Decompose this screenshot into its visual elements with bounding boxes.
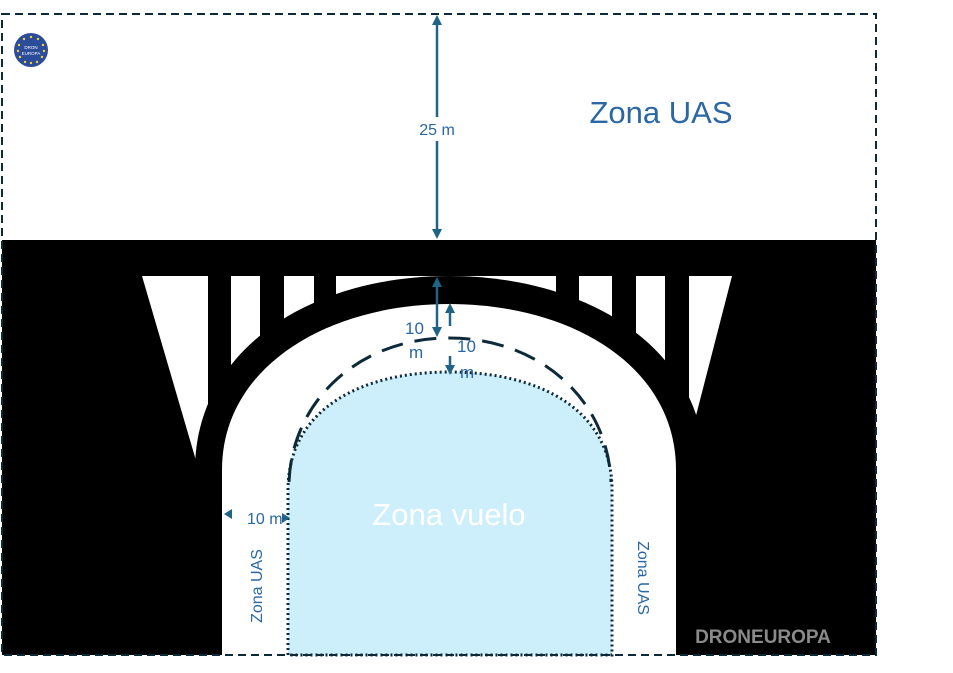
arch-10-num: 10 — [405, 319, 424, 338]
svg-text:DRON: DRON — [24, 45, 37, 50]
side-right-arrowhead — [282, 513, 290, 523]
dron-europa-logo: DRON EUROPA — [14, 33, 48, 67]
uas-zone-boundary — [1, 13, 877, 656]
side-left-arrowhead — [224, 509, 232, 519]
svg-text:EUROPA: EUROPA — [22, 51, 41, 56]
safety-buffer-line — [287, 336, 613, 483]
inner-10-num: 10 — [457, 337, 476, 356]
uas-zone-right-label: Zona UAS — [634, 541, 651, 615]
arch-10-unit: m — [409, 343, 423, 362]
height-25m-label: 25 m — [419, 122, 455, 139]
flight-zone-area — [286, 370, 614, 657]
uas-zone-top-label: Zona UAS — [589, 95, 732, 130]
inner-10-unit: m — [460, 363, 474, 382]
flight-zone-label: Zona vuelo — [372, 497, 525, 532]
droneuropa-watermark: DRONEUROPA — [695, 627, 831, 648]
uas-zone-left-label: Zona UAS — [249, 549, 266, 623]
side-10m-label: 10 m — [247, 511, 283, 528]
